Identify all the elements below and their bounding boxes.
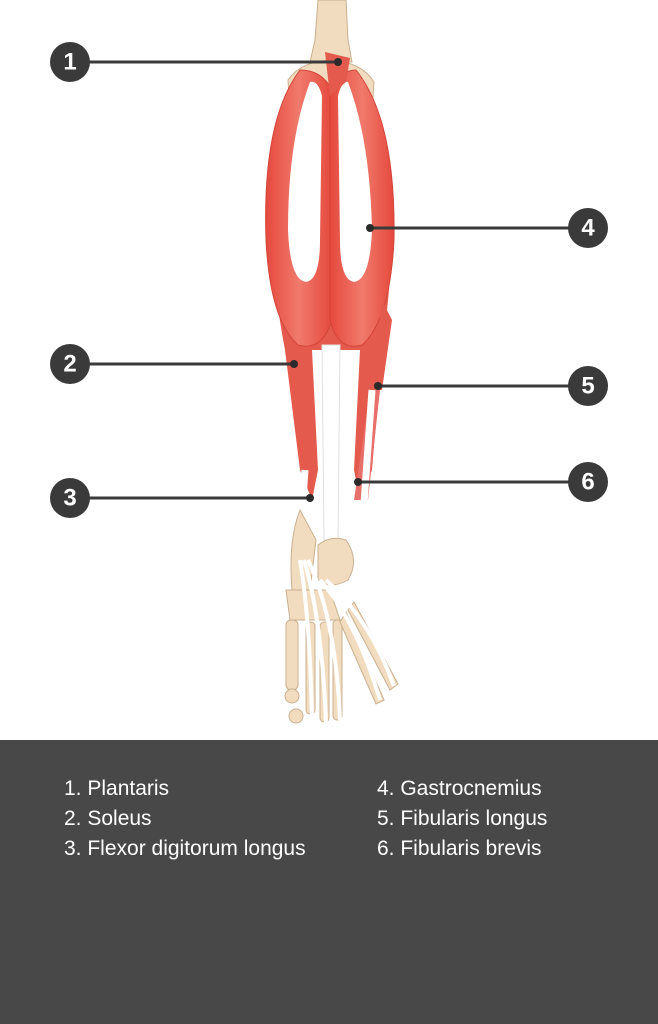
marker-6[interactable]: 6 [568,462,608,502]
marker-4-dot [366,224,374,232]
fibularis-tendon [356,389,376,561]
marker-1-number: 1 [63,49,76,76]
marker-group-5: 5 [374,366,608,406]
marker-3-number: 3 [63,485,76,512]
legend-item-gastrocnemius: 4. Gastrocnemius [377,777,542,800]
marker-5-number: 5 [581,373,594,400]
legend-item-plantaris: 1. Plantaris [64,777,170,800]
foot-bones [284,508,399,724]
marker-3-dot [306,494,314,502]
marker-group-1: 1 [50,42,342,82]
legend-item-flexor-digitorum-longus: 3. Flexor digitorum longus [64,837,306,860]
gastrocnemius-aponeurosis-medial [288,81,322,283]
marker-group-6: 6 [354,462,608,502]
achilles-tendon [321,344,341,541]
marker-1-dot [334,58,342,66]
marker-group-3: 3 [50,478,314,518]
marker-6-dot [354,478,362,486]
legend-column-right: 4. Gastrocnemius 5. Fibularis longus 6. … [377,774,547,864]
marker-2[interactable]: 2 [50,344,90,384]
legend-item-fibularis-longus: 5. Fibularis longus [377,807,548,830]
marker-2-number: 2 [63,351,76,378]
marker-6-number: 6 [581,469,594,496]
marker-1[interactable]: 1 [50,42,90,82]
legend-column-left: 1. Plantaris 2. Soleus 3. Flexor digitor… [64,774,306,864]
marker-group-2: 2 [50,344,298,384]
femur-bone [309,0,353,63]
legend-item-soleus: 2. Soleus [64,807,152,830]
leg-muscle-illustration: 1 2 3 4 [50,0,608,725]
marker-2-dot [290,360,298,368]
marker-5-dot [374,382,382,390]
marker-3[interactable]: 3 [50,478,90,518]
legend-panel: 1. Plantaris 2. Soleus 3. Flexor digitor… [0,740,658,1024]
gastrocnemius-aponeurosis-lateral [338,81,372,283]
marker-4-number: 4 [581,215,595,242]
marker-group-4: 4 [366,208,608,248]
foot-tendons [298,559,396,725]
legend-item-fibularis-brevis: 6. Fibularis brevis [377,837,542,860]
marker-4[interactable]: 4 [568,208,608,248]
fibularis-longus-muscle [372,300,392,390]
marker-5[interactable]: 5 [568,366,608,406]
